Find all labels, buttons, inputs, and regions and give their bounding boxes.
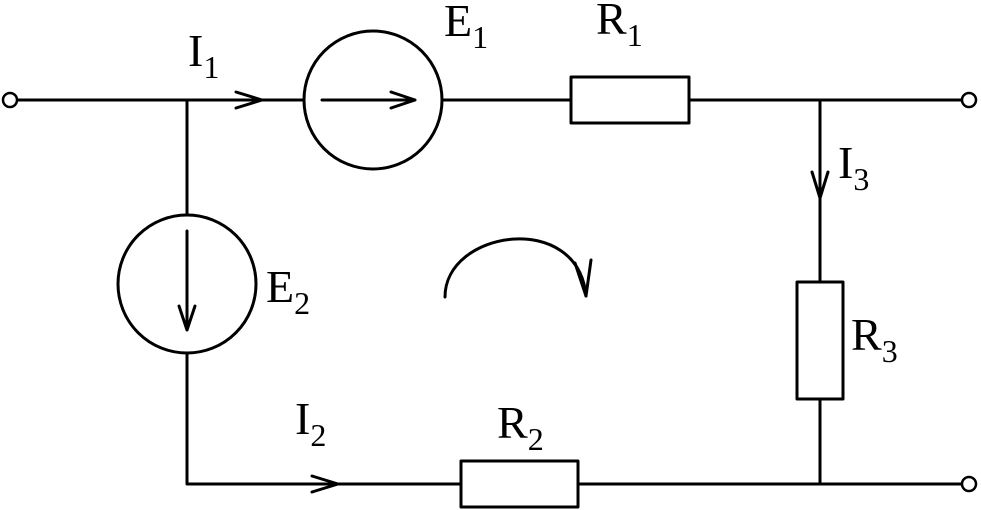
- label-i1: I1: [188, 25, 219, 85]
- current-i3-arrow: [810, 170, 830, 200]
- current-i1-arrow: [234, 90, 264, 110]
- source-e1-arrow: [320, 90, 417, 110]
- wires: [14, 98, 965, 486]
- label-e2: E2: [266, 261, 310, 321]
- wire-left-branch-bottom: [185, 351, 463, 486]
- label-r3: R3: [851, 309, 898, 369]
- loop-arrowhead: [573, 258, 593, 298]
- source-e1: [302, 29, 444, 171]
- terminal-left: [1, 91, 19, 109]
- source-e2: [116, 213, 258, 355]
- loop-direction-indicator: [443, 237, 593, 299]
- resistor-r3: [795, 280, 845, 401]
- terminal-right-top: [960, 91, 978, 109]
- label-i3: I3: [838, 137, 869, 197]
- resistor-r1: [569, 75, 691, 125]
- label-i2: I2: [295, 393, 326, 453]
- source-e2-arrow: [177, 229, 197, 332]
- terminal-right-bottom: [960, 475, 978, 493]
- resistor-r2: [459, 459, 580, 509]
- loop-arc: [443, 237, 588, 299]
- current-i2-arrow: [310, 474, 340, 494]
- label-r2: R2: [497, 397, 544, 457]
- label-r1: R1: [596, 0, 643, 53]
- label-e1: E1: [444, 0, 488, 55]
